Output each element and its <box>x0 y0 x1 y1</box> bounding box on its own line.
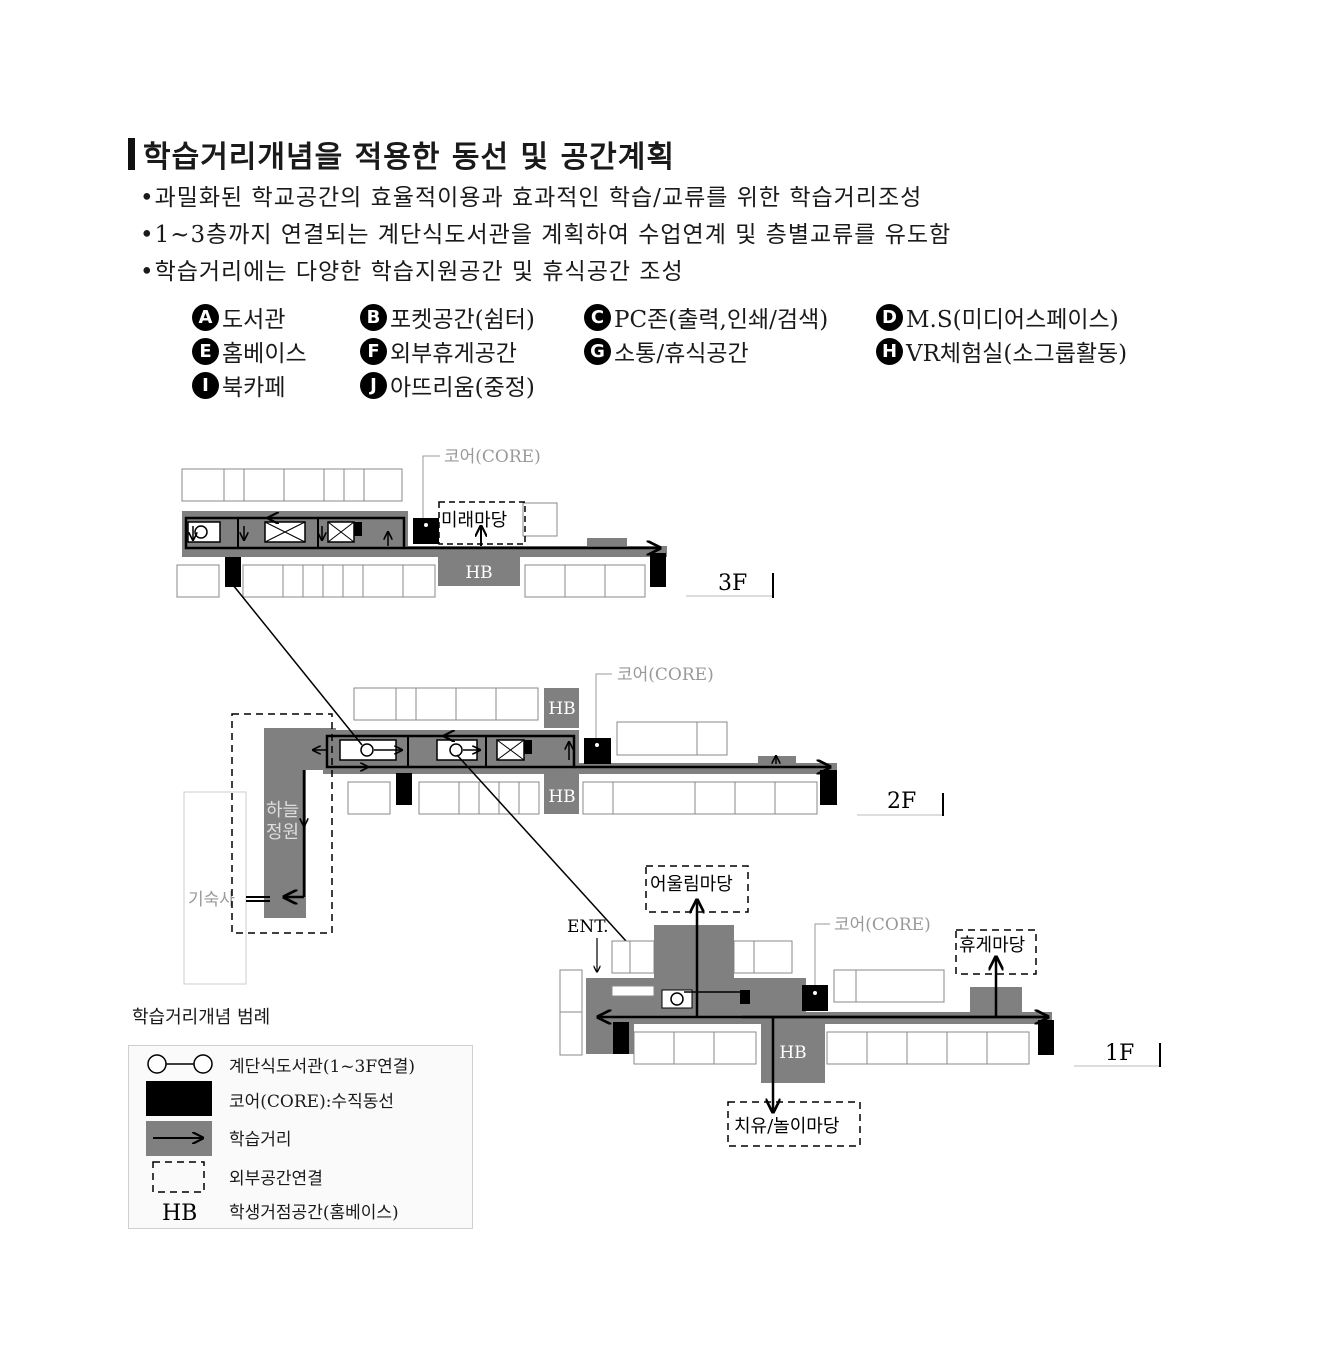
sky-garden-label: 하늘 <box>266 800 299 821</box>
concept-legend-box: HB 계단식도서관(1~3F연결) 코어(CORE):수직동선 학습거리 외부공… <box>128 1045 473 1229</box>
legend-hb: HB <box>162 1201 197 1226</box>
entrance-label: ENT. <box>567 917 609 937</box>
sky-garden-label: 정원 <box>266 822 299 843</box>
chiyu-madang-label: 치유/놀이마당 <box>734 1116 839 1137</box>
space-label: M.S(미디어스페이스) <box>906 307 1119 333</box>
legend-item: 계단식도서관(1~3F연결) <box>229 1057 416 1077</box>
space-label: 아뜨리움(중정) <box>390 375 535 401</box>
concept-legend-symbols: HB <box>146 1054 213 1226</box>
core-label-1f: 코어(CORE) <box>834 915 931 935</box>
floor-label-1f: 1F <box>1105 1041 1134 1066</box>
bullet-item: 학습거리에는 다양한 학습지원공간 및 휴식공간 조성 <box>140 254 951 291</box>
legend-item: 학생거점공간(홈베이스) <box>229 1203 399 1223</box>
legend-item: 외부공간연결 <box>229 1169 323 1189</box>
space-label: 북카페 <box>222 375 286 401</box>
bullet-list: 과밀화된 학교공간의 효율적이용과 효과적인 학습/교류를 위한 학습거리조성 … <box>140 180 951 291</box>
hb-label: HB <box>779 1043 806 1063</box>
key-badge: E <box>192 337 219 365</box>
stair-library-link <box>232 584 363 746</box>
core-label-2f: 코어(CORE) <box>617 665 714 685</box>
key-badge: D <box>876 303 903 331</box>
title-bar <box>128 138 135 170</box>
key-badge: G <box>584 337 611 365</box>
bullet-item: 1~3층까지 연결되는 계단식도서관을 계획하여 수업연계 및 층별교류를 유도… <box>140 217 951 254</box>
space-label: PC존(출력,인쇄/검색) <box>614 307 829 333</box>
legend-item: 코어(CORE):수직동선 <box>229 1092 394 1112</box>
title-text: 학습거리개념을 적용한 동선 및 공간계획 <box>143 140 675 175</box>
mirae-madang-label: 미래마당 <box>441 510 507 531</box>
key-badge: B <box>360 303 387 331</box>
legend-item: 학습거리 <box>229 1130 292 1150</box>
space-label: 포켓공간(쉼터) <box>390 307 535 333</box>
key-badge: F <box>360 337 387 365</box>
space-label: VR체험실(소그룹활동) <box>906 341 1128 367</box>
hyuge-madang-label: 휴게마당 <box>959 935 1025 956</box>
hb-label: HB <box>548 699 575 719</box>
bullet-item: 과밀화된 학교공간의 효율적이용과 효과적인 학습/교류를 위한 학습거리조성 <box>140 180 951 217</box>
hb-label: HB <box>548 787 575 807</box>
dorm-label: 기숙사 <box>188 890 235 910</box>
floor-label-3f: 3F <box>718 571 747 596</box>
core-label-3f: 코어(CORE) <box>444 447 541 467</box>
page-title: 학습거리개념을 적용한 동선 및 공간계획 <box>128 132 675 176</box>
key-badge: J <box>360 371 387 399</box>
key-badge: I <box>192 371 219 399</box>
concept-legend-title: 학습거리개념 범례 <box>132 1007 271 1028</box>
space-label: 외부휴게공간 <box>390 341 517 367</box>
space-label: 소통/휴식공간 <box>614 341 749 367</box>
floor-label-2f: 2F <box>887 789 916 814</box>
space-label: 홈베이스 <box>222 341 307 367</box>
floor-2f: 기숙사 HB HB 하늘 정원 <box>183 665 944 985</box>
space-label: 도서관 <box>222 307 286 333</box>
eoulrim-madang-label: 어울림마당 <box>650 874 733 895</box>
floor-3f: HB 미래마당 코어(CORE) 3F <box>176 447 774 598</box>
hb-label: HB <box>465 563 492 583</box>
floor-1f: HB 어울림마당 휴게마당 치유/놀이마당 ENT. 코어(CORE) 1F <box>559 865 1161 1147</box>
key-badge: C <box>584 303 611 331</box>
key-badge: H <box>876 337 903 365</box>
key-badge: A <box>192 303 219 331</box>
